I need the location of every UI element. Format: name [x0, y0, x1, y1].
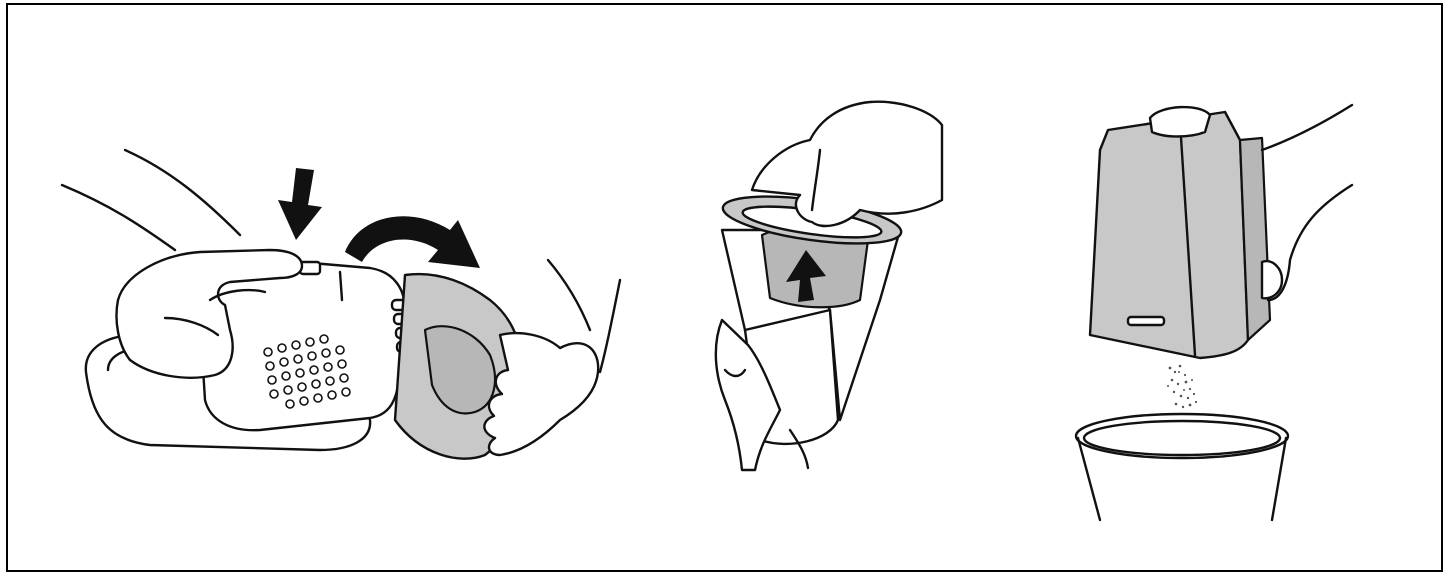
arm-line-top [1262, 105, 1352, 150]
box-handle [1150, 107, 1210, 136]
panel-empty-dust [1076, 105, 1352, 520]
dust-particles [1167, 365, 1197, 408]
curved-arrow-icon [345, 216, 480, 268]
right-arm-line [548, 260, 590, 330]
left-arm-line [62, 185, 175, 250]
box-slot [1128, 317, 1164, 325]
down-arrow-icon [278, 168, 322, 240]
panel-open-container [62, 150, 620, 459]
thumb [1262, 261, 1282, 298]
left-arm-line-upper [125, 150, 240, 235]
dust-box [1090, 112, 1248, 358]
panel-remove-filter [716, 102, 942, 470]
bin-side-right [1272, 438, 1286, 520]
right-arm-line-outer [600, 280, 620, 372]
